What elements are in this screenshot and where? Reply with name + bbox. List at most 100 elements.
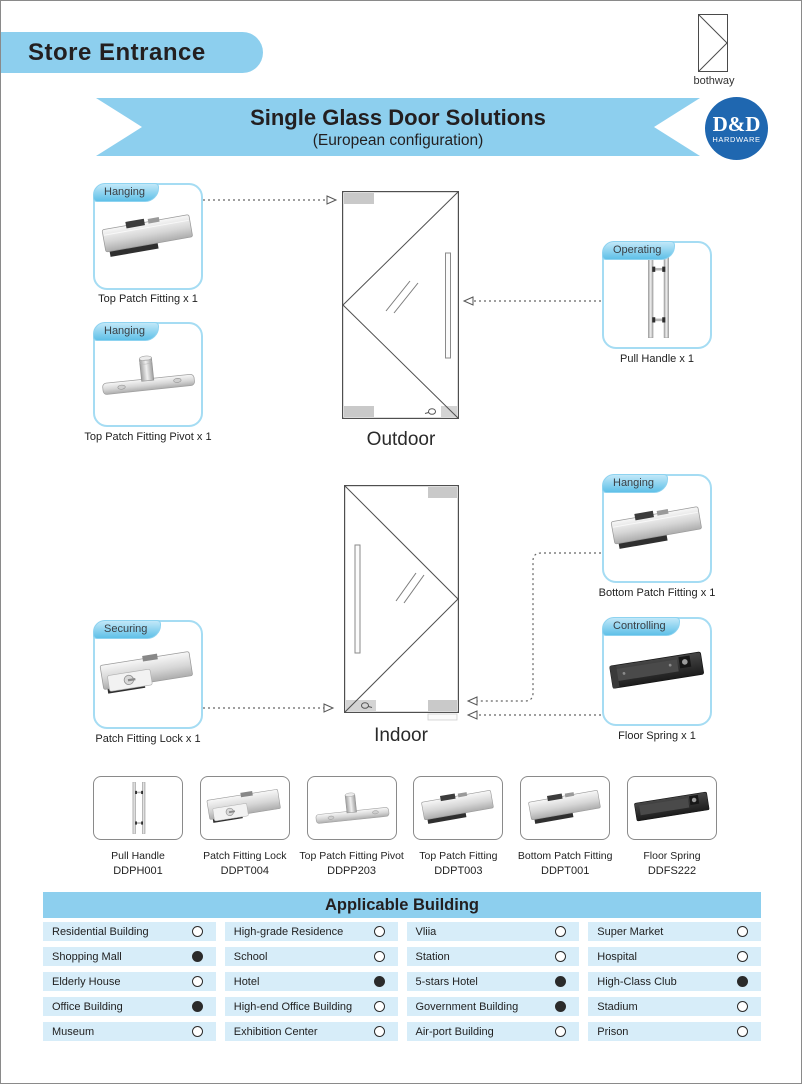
building-cell: Hotel — [224, 972, 398, 991]
building-label: Stadium — [597, 1000, 638, 1013]
building-label: Elderly House — [52, 975, 121, 988]
building-cell: Elderly House — [43, 972, 216, 991]
building-indicator — [737, 926, 748, 937]
building-label: Exhibition Center — [233, 1025, 318, 1038]
building-cell: High-Class Club — [588, 972, 761, 991]
building-cell: Super Market — [588, 922, 761, 941]
patch-fitting-lock-image — [99, 650, 193, 694]
floor-spring-icon — [634, 791, 710, 822]
top-patch-pivot-icon — [315, 792, 389, 824]
callout-floor-spring: Controlling — [602, 617, 712, 726]
product-code: DDFS222 — [647, 865, 697, 877]
building-cell: 5-stars Hotel — [406, 972, 580, 991]
logo-text: D&D — [712, 111, 761, 136]
product-item: Floor Spring DDFS222 — [626, 776, 717, 877]
building-indicator — [737, 976, 748, 987]
applicable-building-header: Applicable Building — [43, 892, 761, 918]
product-name: Top Patch Fitting Pivot — [299, 850, 404, 862]
product-item: Patch Fitting Lock DDPT004 — [199, 776, 290, 877]
building-indicator — [191, 1001, 203, 1012]
building-label: Government Building — [415, 1000, 519, 1013]
callout-caption: Top Patch Fitting x 1 — [98, 293, 198, 305]
building-cell: Vliia — [406, 922, 580, 941]
bothway-label: bothway — [693, 75, 735, 87]
building-indicator — [555, 1001, 567, 1012]
building-indicator — [555, 926, 567, 937]
building-label: Hotel — [233, 975, 260, 988]
product-item: Top Patch Fitting DDPT003 — [413, 776, 504, 877]
callout-tab: Securing — [93, 620, 162, 639]
building-indicator — [191, 1026, 203, 1037]
building-indicator — [191, 951, 203, 962]
callout-bottom-patch-fitting: Hanging — [602, 474, 712, 583]
building-label: High-grade Residence — [233, 925, 344, 938]
product-item: Bottom Patch Fitting DDPT001 — [518, 776, 612, 877]
building-cell: Air-port Building — [406, 1022, 580, 1041]
building-label: Residential Building — [52, 925, 149, 938]
callout-pull-handle: Operating — [602, 241, 712, 349]
building-label: Office Building — [52, 1000, 123, 1013]
building-label: Prison — [597, 1025, 629, 1038]
callout-tab: Operating — [602, 241, 676, 260]
building-indicator — [191, 926, 203, 937]
building-indicator — [555, 951, 567, 962]
building-indicator — [737, 1001, 748, 1012]
logo-subtext: HARDWARE — [712, 134, 761, 144]
building-label: Museum — [52, 1025, 95, 1038]
pull-handle-icon — [132, 782, 146, 834]
callout-top-patch-fitting: Hanging — [93, 183, 203, 290]
callout-top-patch-pivot: Hanging — [93, 322, 203, 427]
product-name: Floor Spring — [643, 850, 701, 862]
product-code: DDPT001 — [541, 865, 590, 877]
building-label: School — [233, 950, 268, 963]
callout-caption: Bottom Patch Fitting x 1 — [598, 587, 716, 599]
callout-tab: Hanging — [602, 474, 668, 493]
building-label: High-Class Club — [597, 975, 677, 988]
building-cell: Shopping Mall — [43, 947, 216, 966]
callout-caption: Top Patch Fitting Pivot x 1 — [84, 431, 212, 443]
building-cell: Hospital — [588, 947, 761, 966]
product-thumb — [199, 776, 290, 840]
callout-tab: Hanging — [93, 183, 159, 202]
callout-tab: Hanging — [93, 322, 159, 341]
building-indicator — [373, 1026, 385, 1037]
solution-subtitle: (European configuration) — [312, 132, 484, 149]
top-patch-fitting-icon — [421, 790, 494, 824]
indoor-label: Indoor — [374, 725, 428, 746]
building-cell: Museum — [43, 1022, 216, 1041]
product-thumb — [520, 776, 611, 840]
product-item: Top Patch Fitting Pivot DDPP203 — [299, 776, 404, 877]
applicable-building-grid: Residential Building High-grade Residenc… — [43, 922, 761, 1041]
building-cell: High-end Office Building — [224, 997, 398, 1016]
callout-patch-fitting-lock: Securing — [93, 620, 203, 729]
bothway-door-icon — [698, 14, 728, 72]
building-indicator — [191, 976, 203, 987]
building-indicator — [373, 976, 385, 987]
building-indicator — [373, 951, 385, 962]
building-indicator — [737, 951, 748, 962]
product-row: Pull Handle DDPH001 Patch Fitting Lock D — [93, 776, 717, 877]
outdoor-door-diagram — [342, 191, 459, 419]
building-indicator — [555, 976, 567, 987]
product-code: DDPT004 — [220, 865, 269, 877]
patch-fitting-lock-icon — [206, 789, 281, 823]
product-item: Pull Handle DDPH001 — [93, 776, 183, 877]
product-thumb — [93, 776, 183, 840]
building-label: Station — [415, 950, 450, 963]
building-label: 5-stars Hotel — [415, 975, 478, 988]
building-cell: School — [224, 947, 398, 966]
solution-title: Single Glass Door Solutions — [250, 105, 546, 130]
product-name: Patch Fitting Lock — [203, 850, 287, 862]
building-label: Shopping Mall — [52, 950, 122, 963]
building-label: Vliia — [415, 925, 437, 938]
building-indicator — [555, 1026, 567, 1037]
store-entrance-banner: Store Entrance — [1, 32, 263, 73]
building-cell: Prison — [588, 1022, 761, 1041]
bottom-patch-fitting-image — [610, 505, 702, 549]
product-code: DDPT003 — [434, 865, 483, 877]
callout-tab: Controlling — [602, 617, 680, 636]
product-name: Top Patch Fitting — [419, 850, 498, 862]
building-label: Hospital — [597, 950, 637, 963]
building-label: Super Market — [597, 925, 664, 938]
